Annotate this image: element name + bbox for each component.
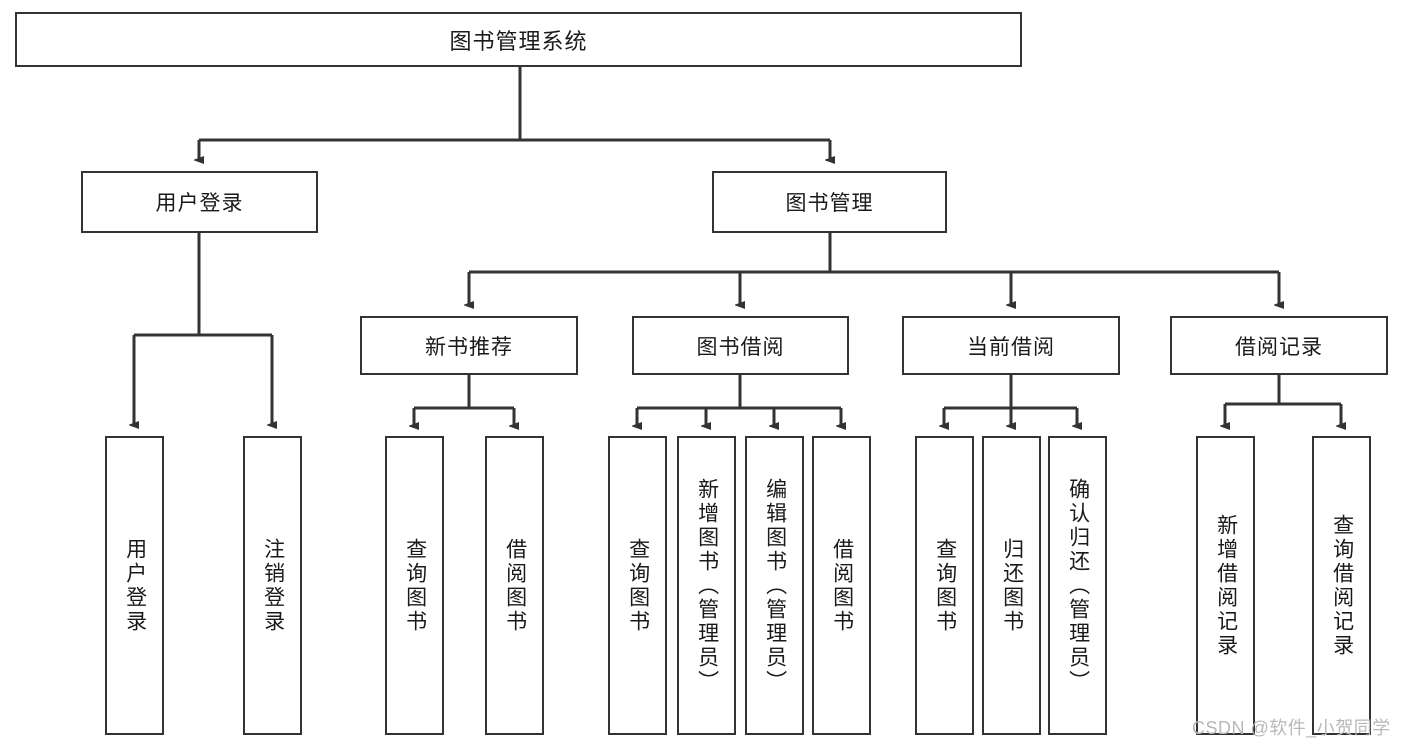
- leaf-query-book-current[interactable]: 查询图书: [915, 436, 974, 735]
- leaf-add-book-admin[interactable]: 新增图书（管理员）: [677, 436, 736, 735]
- node-new-book-recommend[interactable]: 新书推荐: [360, 316, 578, 375]
- leaf-user-login-label: 用户登录: [123, 537, 147, 634]
- leaf-borrow-book[interactable]: 借阅图书: [812, 436, 871, 735]
- leaf-query-book-newbook[interactable]: 查询图书: [385, 436, 444, 735]
- leaf-user-login[interactable]: 用户登录: [105, 436, 164, 735]
- leaf-query-borrow-record[interactable]: 查询借阅记录: [1312, 436, 1371, 735]
- node-book-borrow[interactable]: 图书借阅: [632, 316, 849, 375]
- leaf-return-book-label: 归还图书: [1000, 537, 1024, 634]
- leaf-borrow-book-newbook[interactable]: 借阅图书: [485, 436, 544, 735]
- leaf-logout-label: 注销登录: [261, 537, 285, 634]
- leaf-add-borrow-record-label: 新增借阅记录: [1214, 513, 1238, 658]
- node-book-management-label: 图书管理: [785, 192, 874, 215]
- leaf-return-book[interactable]: 归还图书: [982, 436, 1041, 735]
- leaf-edit-book-admin[interactable]: 编辑图书（管理员）: [745, 436, 804, 735]
- leaf-query-book-current-label: 查询图书: [933, 537, 957, 634]
- leaf-borrow-book-newbook-label: 借阅图书: [503, 537, 527, 634]
- leaf-logout[interactable]: 注销登录: [243, 436, 302, 735]
- node-root[interactable]: 图书管理系统: [15, 12, 1022, 67]
- leaf-query-book-borrow[interactable]: 查询图书: [608, 436, 667, 735]
- leaf-query-book-newbook-label: 查询图书: [403, 537, 427, 634]
- csdn-watermark: CSDN @软件_小贺同学: [1192, 718, 1391, 738]
- node-new-book-recommend-label: 新书推荐: [425, 335, 513, 359]
- leaf-edit-book-admin-label: 编辑图书（管理员）: [763, 477, 787, 694]
- node-borrow-record[interactable]: 借阅记录: [1170, 316, 1388, 375]
- node-borrow-record-label: 借阅记录: [1235, 335, 1323, 359]
- leaf-confirm-return-admin[interactable]: 确认归还（管理员）: [1048, 436, 1107, 735]
- node-book-management[interactable]: 图书管理: [712, 171, 947, 233]
- node-current-borrow[interactable]: 当前借阅: [902, 316, 1120, 375]
- leaf-borrow-book-label: 借阅图书: [830, 537, 854, 634]
- node-root-label: 图书管理系统: [449, 28, 588, 54]
- leaf-query-borrow-record-label: 查询借阅记录: [1330, 513, 1354, 658]
- node-user-login-label: 用户登录: [155, 192, 244, 215]
- node-user-login[interactable]: 用户登录: [81, 171, 318, 233]
- leaf-add-borrow-record[interactable]: 新增借阅记录: [1196, 436, 1255, 735]
- node-book-borrow-label: 图书借阅: [696, 335, 785, 359]
- leaf-add-book-admin-label: 新增图书（管理员）: [695, 477, 719, 694]
- leaf-query-book-borrow-label: 查询图书: [626, 537, 650, 634]
- node-current-borrow-label: 当前借阅: [967, 335, 1055, 359]
- leaf-confirm-return-admin-label: 确认归还（管理员）: [1066, 477, 1090, 694]
